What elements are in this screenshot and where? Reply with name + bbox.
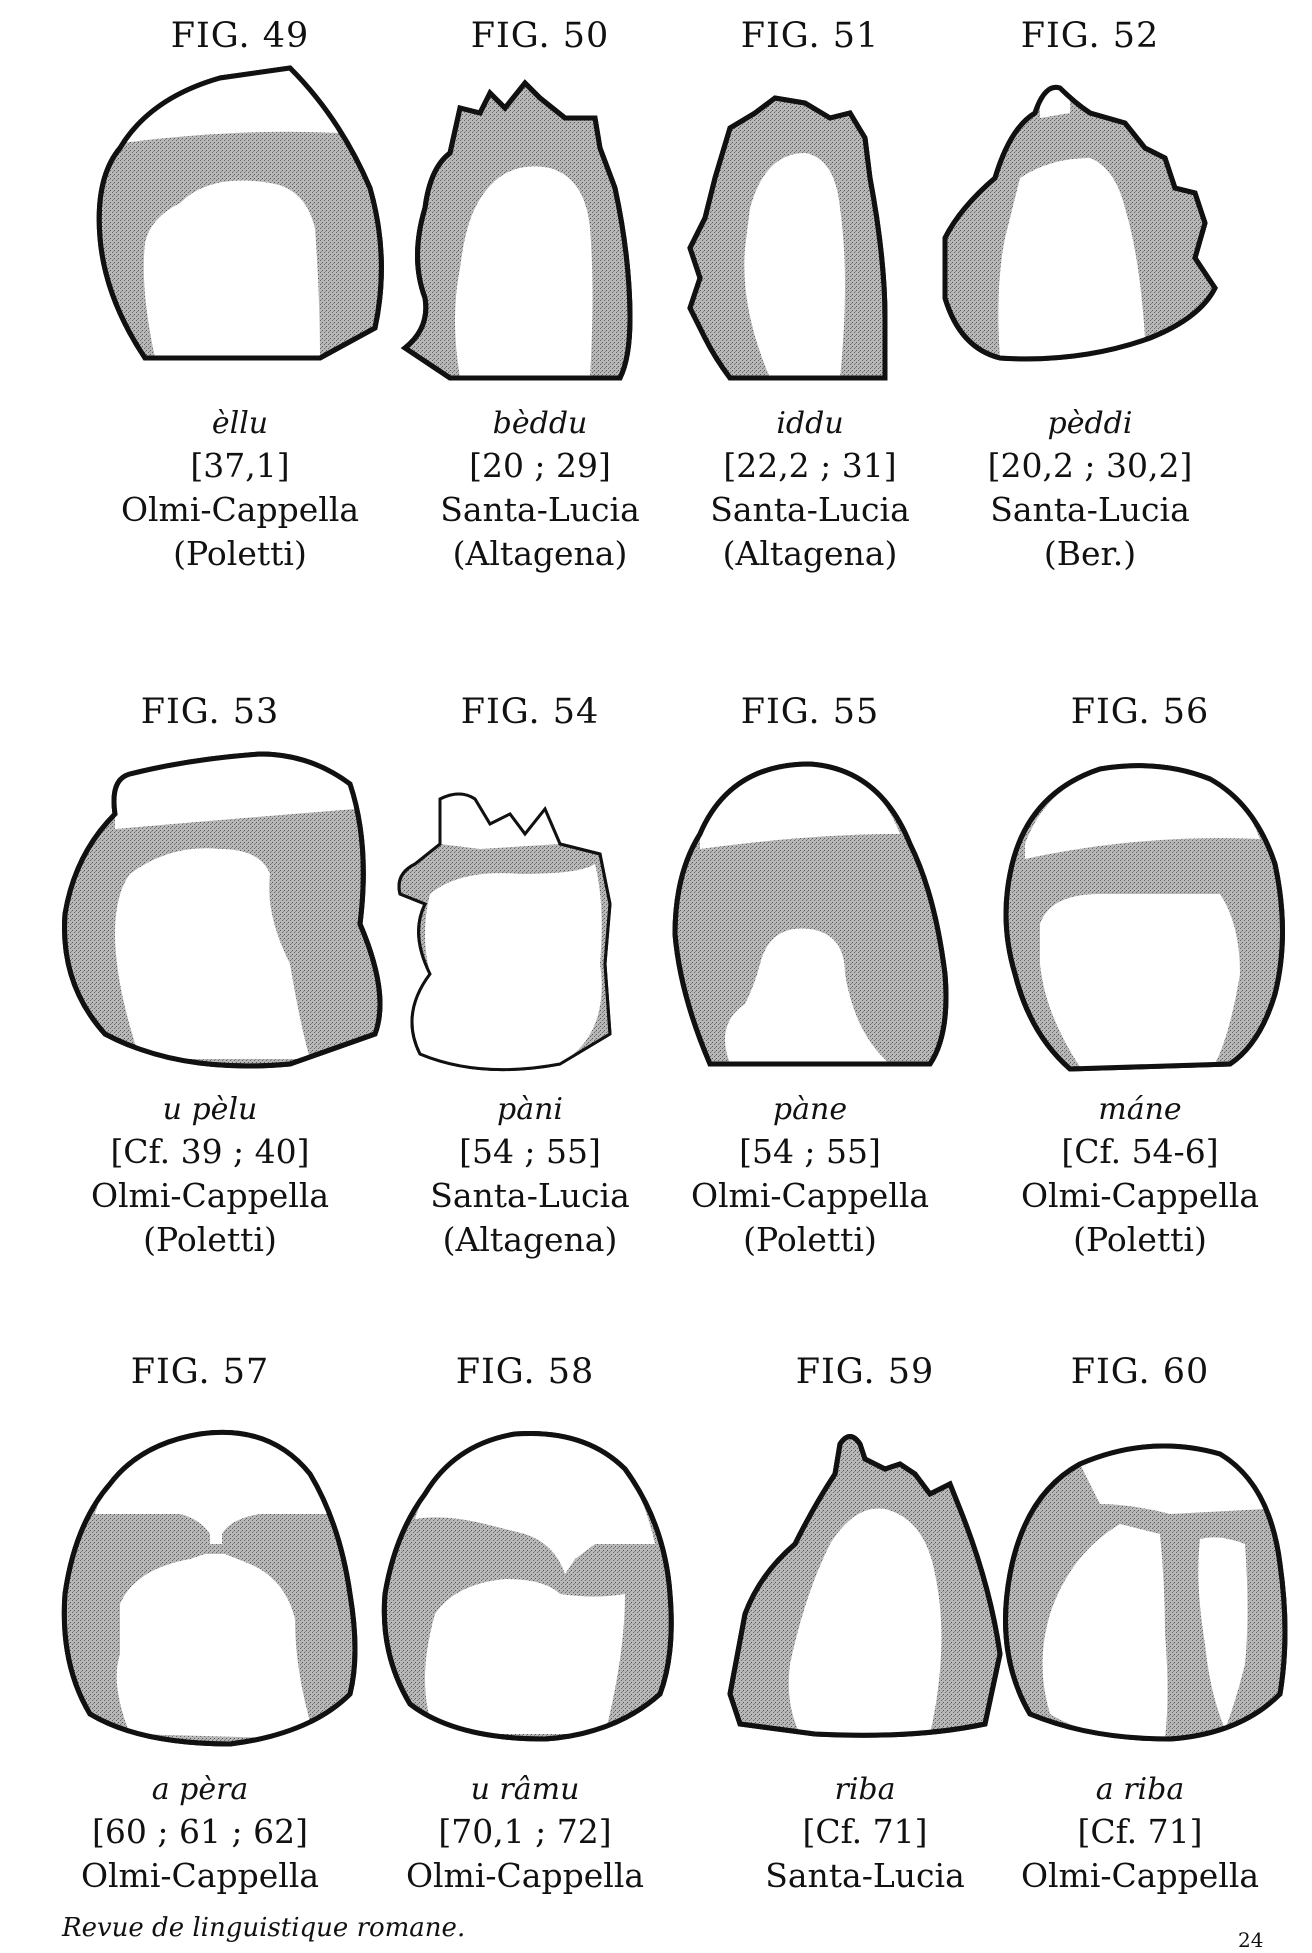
palatogram-drawing [990,734,1300,1084]
figure-58: FIG. 58 u râmu [70,1 ; 72] Olmi-Cappella [375,1350,675,1898]
palatogram-drawing [50,1394,380,1764]
figure-place: Olmi-Cappella [660,1174,960,1218]
figure-place: Olmi-Cappella [990,1854,1290,1898]
figure-ref: [20 ; 29] [390,444,690,488]
figure-word: pèddi [940,404,1240,444]
figure-place: Olmi-Cappella [50,1854,350,1898]
figure-57: FIG. 57 a pèra [60 ; 61 ; 62] Olmi-Cappe… [50,1350,350,1898]
figure-source: (Poletti) [990,1218,1290,1262]
palatogram-drawing [90,58,390,398]
figure-place: Santa-Lucia [660,488,960,532]
figure-ref: [22,2 ; 31] [660,444,960,488]
figure-55: FIG. 55 pàne [54 ; 55] Olmi-Cappella (Po… [660,690,960,1262]
figure-title: FIG. 54 [380,690,680,734]
figure-ref: [70,1 ; 72] [375,1810,675,1854]
figure-51: FIG. 51 iddu [22,2 ; 31] Santa-Lucia (Al… [660,14,960,576]
figure-56: FIG. 56 máne [Cf. 54-6] Olmi-Cappella (P… [990,690,1290,1262]
figure-place: Olmi-Cappella [990,1174,1290,1218]
palatogram-drawing [660,734,960,1084]
figure-word: riba [715,1770,1015,1810]
figure-ref: [54 ; 55] [660,1130,960,1174]
figure-title: FIG. 57 [50,1350,350,1394]
figure-ref: [54 ; 55] [380,1130,680,1174]
figure-ref: [Cf. 54-6] [990,1130,1290,1174]
palatogram-drawing [660,58,960,398]
figure-title: FIG. 59 [715,1350,1015,1394]
figure-ref: [37,1] [90,444,390,488]
figure-word: bèddu [390,404,690,444]
palatogram-drawing [940,58,1240,398]
palatogram-drawing [375,1394,685,1764]
journal-footer: Revue de linguistique romane. [62,1913,465,1943]
palatogram-drawing [715,1394,1015,1764]
figure-word: u râmu [375,1770,675,1810]
figure-title: FIG. 55 [660,690,960,734]
figure-place: Olmi-Cappella [90,488,390,532]
figure-title: FIG. 52 [940,14,1240,58]
figure-word: pàne [660,1090,960,1130]
page-number: 24 [1238,1928,1263,1952]
figure-place: Santa-Lucia [940,488,1240,532]
figure-title: FIG. 49 [90,14,390,58]
figure-source: (Altagena) [380,1218,680,1262]
figure-title: FIG. 58 [375,1350,675,1394]
palatogram-drawing [390,58,690,398]
figure-word: a pèra [50,1770,350,1810]
palatogram-drawing [380,734,680,1084]
figure-title: FIG. 60 [990,1350,1290,1394]
figure-title: FIG. 56 [990,690,1290,734]
figure-place: Olmi-Cappella [375,1854,675,1898]
figure-60: FIG. 60 a riba [Cf. 71] Olmi-Cappella [990,1350,1290,1898]
figure-title: FIG. 50 [390,14,690,58]
figure-place: Santa-Lucia [380,1174,680,1218]
figure-word: èllu [90,404,390,444]
figure-word: pàni [380,1090,680,1130]
figure-ref: [Cf. 71] [990,1810,1290,1854]
figure-source: (Poletti) [90,532,390,576]
figure-source: (Altagena) [660,532,960,576]
figure-source: (Ber.) [940,532,1240,576]
figure-source: (Poletti) [60,1218,360,1262]
palatogram-drawing [990,1394,1300,1764]
figure-ref: [Cf. 39 ; 40] [60,1130,360,1174]
figure-source: (Altagena) [390,532,690,576]
figure-53: FIG. 53 u pèlu [Cf. 39 ; 40] Olmi-Cappel… [60,690,360,1262]
figure-52: FIG. 52 pèddi [20,2 ; 30,2] Santa-Lucia … [940,14,1240,576]
figure-title: FIG. 53 [60,690,360,734]
figure-word: u pèlu [60,1090,360,1130]
figure-59: FIG. 59 riba [Cf. 71] Santa-Lucia [715,1350,1015,1898]
figure-ref: [Cf. 71] [715,1810,1015,1854]
figure-ref: [20,2 ; 30,2] [940,444,1240,488]
figure-word: máne [990,1090,1290,1130]
figure-ref: [60 ; 61 ; 62] [50,1810,350,1854]
figure-place: Olmi-Cappella [60,1174,360,1218]
figure-place: Santa-Lucia [715,1854,1015,1898]
figure-49: FIG. 49 èllu [37,1] Olmi-Cappella (Polet… [90,14,390,576]
figure-place: Santa-Lucia [390,488,690,532]
figure-title: FIG. 51 [660,14,960,58]
figure-source: (Poletti) [660,1218,960,1262]
figure-54: FIG. 54 pàni [54 ; 55] Santa-Lucia (Alta… [380,690,680,1262]
palatogram-drawing [60,734,390,1084]
figure-word: a riba [990,1770,1290,1810]
figure-word: iddu [660,404,960,444]
figure-50: FIG. 50 bèddu [20 ; 29] Santa-Lucia (Alt… [390,14,690,576]
